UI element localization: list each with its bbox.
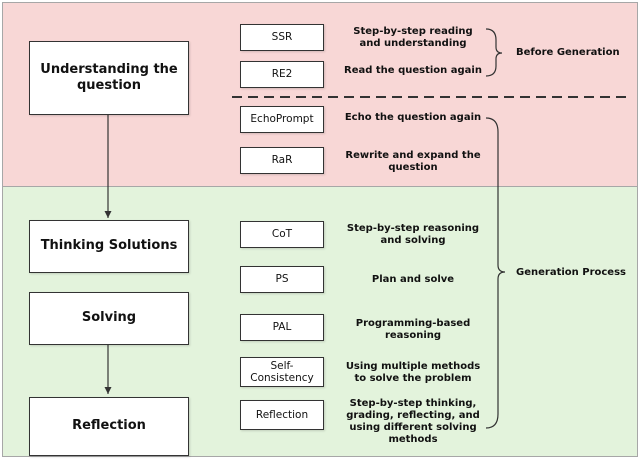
desc-re2: Read the question again (344, 65, 482, 76)
method-re2: RE2 (240, 61, 324, 88)
method-rar: RaR (240, 147, 324, 174)
desc-echoprompt: Echo the question again (344, 112, 482, 123)
method-pal: PAL (240, 314, 324, 341)
label-before-generation: Before Generation (516, 47, 620, 58)
stage-thinking-solutions: Thinking Solutions (29, 220, 189, 273)
method-cot: CoT (240, 221, 324, 248)
method-reflection: Reflection (240, 400, 324, 430)
desc-self-consistency: Using multiple methods to solve the prob… (345, 361, 481, 384)
desc-reflection: Step-by-step thinking, grading, reflecti… (346, 398, 480, 445)
label-generation-process: Generation Process (516, 267, 626, 278)
method-ssr: SSR (240, 24, 324, 51)
desc-cot: Step-by-step reasoning and solving (346, 223, 480, 246)
method-ps: PS (240, 266, 324, 293)
stage-reflection: Reflection (29, 397, 189, 456)
method-self-consistency: Self-Consistency (240, 357, 324, 387)
generation-process-brace (485, 117, 506, 429)
method-echoprompt: EchoPrompt (240, 106, 324, 133)
desc-rar: Rewrite and expand the question (345, 150, 481, 173)
before-generation-brace (485, 28, 503, 77)
desc-ssr: Step-by-step reading and understanding (353, 26, 473, 49)
desc-pal: Programming-based reasoning (355, 318, 471, 341)
stage-understanding: Understanding the question (29, 41, 189, 115)
desc-ps: Plan and solve (371, 274, 455, 285)
stage-solving: Solving (29, 292, 189, 345)
